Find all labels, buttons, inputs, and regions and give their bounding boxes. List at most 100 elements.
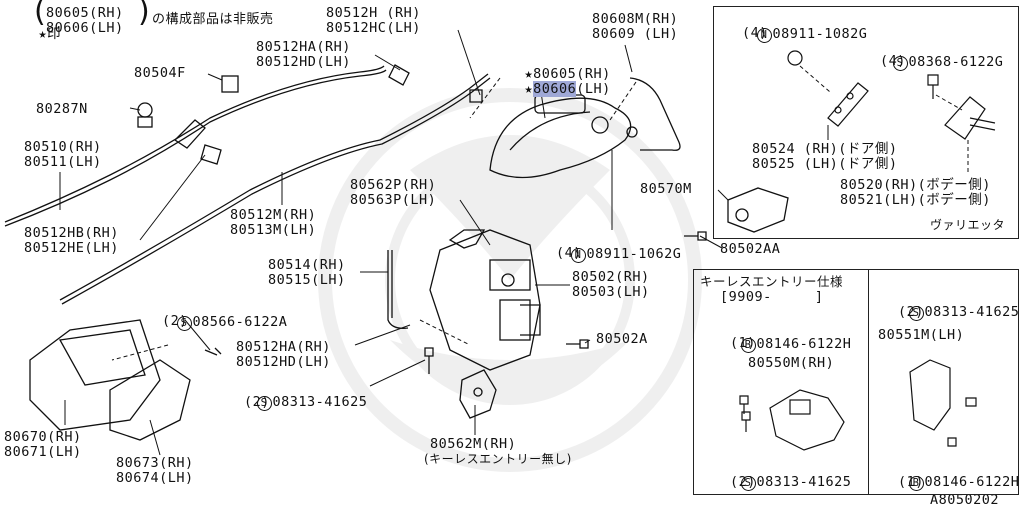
label-80287n: 80287N	[36, 101, 88, 117]
box2-label-80551m: 80551M(LH)	[878, 327, 965, 343]
label-80512hd-bot: 80512HD(LH)	[236, 354, 331, 370]
label-08911-mid-qty: (4)	[556, 245, 582, 261]
clip-80512hb	[173, 119, 206, 149]
label-08566-qty: (2)	[162, 313, 188, 329]
note-paren-right: )	[138, 0, 151, 29]
label-80514: 80514(RH)	[268, 257, 346, 273]
clip-80512ha-top	[388, 64, 410, 86]
label-80512he: 80512HE(LH)	[24, 240, 119, 256]
label-80511: 80511(LH)	[24, 154, 102, 170]
note-part-lh: 80606(LH)	[46, 20, 124, 36]
screw-08566	[204, 347, 222, 356]
note-suffix: の構成部品は非販売	[152, 12, 274, 27]
keyless-box	[693, 269, 1019, 495]
box1-label-08368-qty: (4)	[880, 53, 906, 69]
label-80513m: 80513M(LH)	[230, 222, 317, 238]
protector-80562p	[448, 229, 486, 249]
label-80503: 80503(LH)	[572, 284, 650, 300]
box1-label-80521: 80521(LH)(ボデー側)	[840, 192, 991, 208]
label-80512ha-bot: 80512HA(RH)	[236, 339, 331, 355]
s-circle-icon: S	[892, 56, 908, 71]
label-80512m: 80512M(RH)	[230, 207, 317, 223]
label-80510: 80510(RH)	[24, 139, 102, 155]
s-circle-icon: S	[176, 316, 192, 331]
variant-box	[713, 6, 1019, 239]
screw-80502a	[566, 339, 589, 349]
box2-label-08313-bot-qty: (2)	[730, 474, 756, 490]
label-80562p: 80562P(RH)	[350, 177, 437, 193]
handle-80605	[489, 97, 632, 179]
box1-label-80525: 80525 (LH)(ドア側)	[752, 156, 898, 172]
n-circle-icon: N	[570, 248, 586, 263]
label-80671: 80671(LH)	[4, 444, 82, 460]
label-80502a: 80502A	[596, 331, 648, 347]
s-circle-icon: S	[256, 396, 272, 411]
bolt-08368	[927, 74, 939, 99]
screw-80502aa	[684, 231, 707, 241]
box1-label-80520: 80520(RH)(ボデー側)	[840, 177, 991, 193]
star-icon: ★	[524, 81, 534, 97]
label-80570m: 80570M	[640, 181, 692, 197]
note-nonsale: ★印	[38, 26, 62, 42]
lock-80502	[429, 229, 541, 371]
label-80563p: 80563P(LH)	[350, 192, 437, 208]
box1-label-80524: 80524 (RH)(ドア側)	[752, 141, 898, 157]
label-80512h: 80512H (RH)	[326, 5, 421, 21]
box2-title: キーレスエントリー仕様	[700, 274, 844, 289]
striker-80520	[944, 96, 986, 140]
rod-80608m	[629, 77, 681, 151]
label-80562m: 80562M(RH)	[430, 436, 517, 452]
box2-label-08313-top-qty: (2)	[898, 304, 924, 320]
part-80562m	[459, 369, 497, 419]
plate-80524	[827, 82, 869, 127]
n-circle-icon: N	[756, 28, 772, 43]
keyless-divider	[868, 269, 869, 495]
watermark-emblem	[318, 88, 702, 472]
label-80502: 80502(RH)	[572, 269, 650, 285]
rod-80510	[4, 65, 385, 223]
label-80605: ★80605(RH)	[524, 66, 611, 82]
star-icon: ★	[38, 26, 48, 42]
rod-80512m	[59, 73, 489, 301]
nut-08911	[787, 50, 803, 66]
label-80512hb: 80512HB(RH)	[24, 225, 119, 241]
actuator-80550m	[769, 389, 845, 451]
label-80609: 80609 (LH)	[592, 26, 679, 42]
bushing-80287n	[137, 102, 153, 118]
highlighted-part[interactable]: 80606	[533, 81, 577, 97]
box2-range: [9909- ]	[720, 289, 824, 305]
label-80512hc: 80512HC(LH)	[326, 20, 421, 36]
box1-label-08911-qty: (4)	[742, 25, 768, 41]
box2-label-08146-qty: (1)	[730, 335, 756, 351]
label-80512hd-top: 80512HD(LH)	[256, 54, 351, 70]
b-circle-icon: B	[740, 338, 756, 353]
label-80608m: 80608M(RH)	[592, 11, 679, 27]
note-paren-left: (	[34, 0, 47, 29]
diagram-code: A8050202	[930, 492, 1000, 508]
s-circle-icon: S	[740, 476, 756, 491]
actuator-80551m	[909, 359, 951, 431]
label-08313-bot-qty: (2)	[244, 394, 270, 410]
box2-label-80550m: 80550M(RH)	[748, 355, 835, 371]
latch-80570m	[727, 187, 789, 233]
label-80670: 80670(RH)	[4, 429, 82, 445]
b-circle-icon: B	[908, 476, 924, 491]
escutcheon-80673	[109, 359, 191, 441]
clip-80504f	[221, 75, 239, 93]
label-80673: 80673(RH)	[116, 455, 194, 471]
label-80515: 80515(LH)	[268, 272, 346, 288]
note-part-rh: 80605(RH)	[46, 5, 124, 21]
label-80674: 80674(LH)	[116, 470, 194, 486]
cover-80670	[29, 319, 161, 431]
label-80504f: 80504F	[134, 65, 186, 81]
